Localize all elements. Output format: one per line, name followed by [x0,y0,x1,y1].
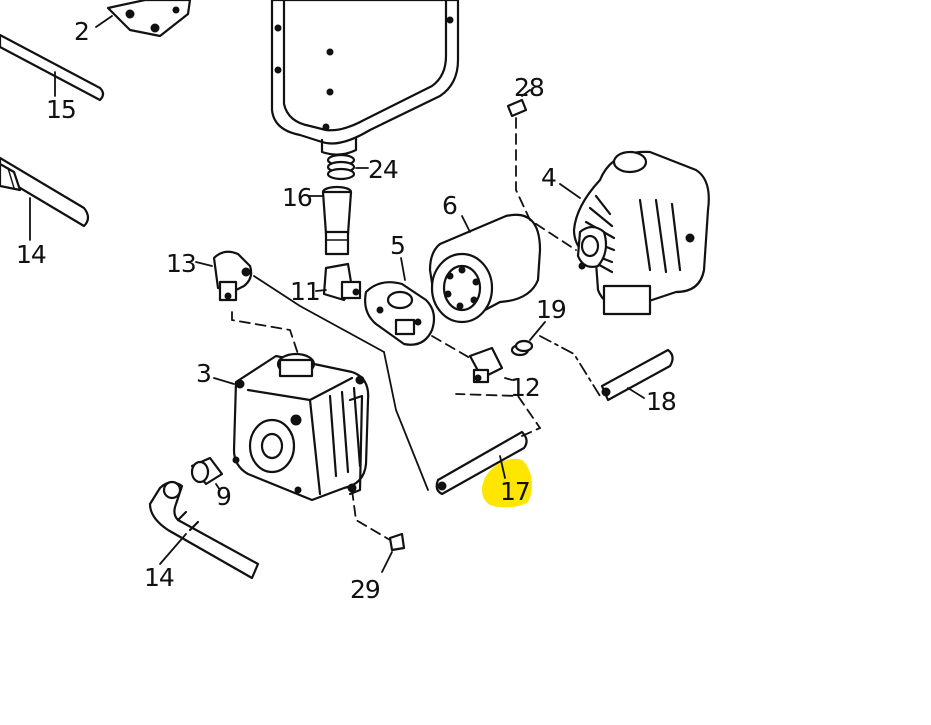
part-5-filter-head [364,257,436,346]
part-4-pump-body [559,150,710,316]
part-2-fitting [95,0,192,38]
callout-17-highlight [482,458,532,508]
callout-29: 29 [350,575,380,604]
callout-6: 6 [442,191,457,220]
dashed-path-13-3 [231,311,299,355]
part-17-hose [383,351,542,496]
callout-17: 17 [500,477,530,506]
part-15-rod [0,33,105,102]
part-3-pump-housing [213,352,370,502]
callout-12: 12 [510,373,540,402]
callout-28: 28 [514,73,544,102]
part-12-fitting [431,335,513,384]
fuel-tank [270,0,460,156]
callout-15: 15 [46,95,76,124]
callout-11: 11 [290,277,320,306]
callout-9: 9 [216,482,231,511]
callout-3: 3 [196,359,211,388]
part-14-lower-hose [148,480,260,580]
callout-18: 18 [646,387,676,416]
callout-16: 16 [282,183,312,212]
part-11-fitting [315,262,362,302]
part-29-clip [347,483,406,573]
part-6-filter-canister [428,213,542,324]
callout-24: 24 [368,155,398,184]
callout-14-lower: 14 [144,563,174,592]
callout-2: 2 [74,17,89,46]
part-24-spring [326,153,369,181]
part-28-clip [506,89,577,251]
callout-4: 4 [541,163,556,192]
part-9-fitting [190,456,224,491]
callout-14-upper: 14 [16,240,46,269]
callout-19: 19 [536,295,566,324]
part-13-elbow [195,250,385,353]
part-16-filter-element [308,185,353,256]
callout-5: 5 [390,231,405,260]
callout-13: 13 [166,249,196,278]
part-14-upper-hose [0,156,90,241]
part-19-spring [510,321,601,397]
part-18-tube [600,348,674,402]
